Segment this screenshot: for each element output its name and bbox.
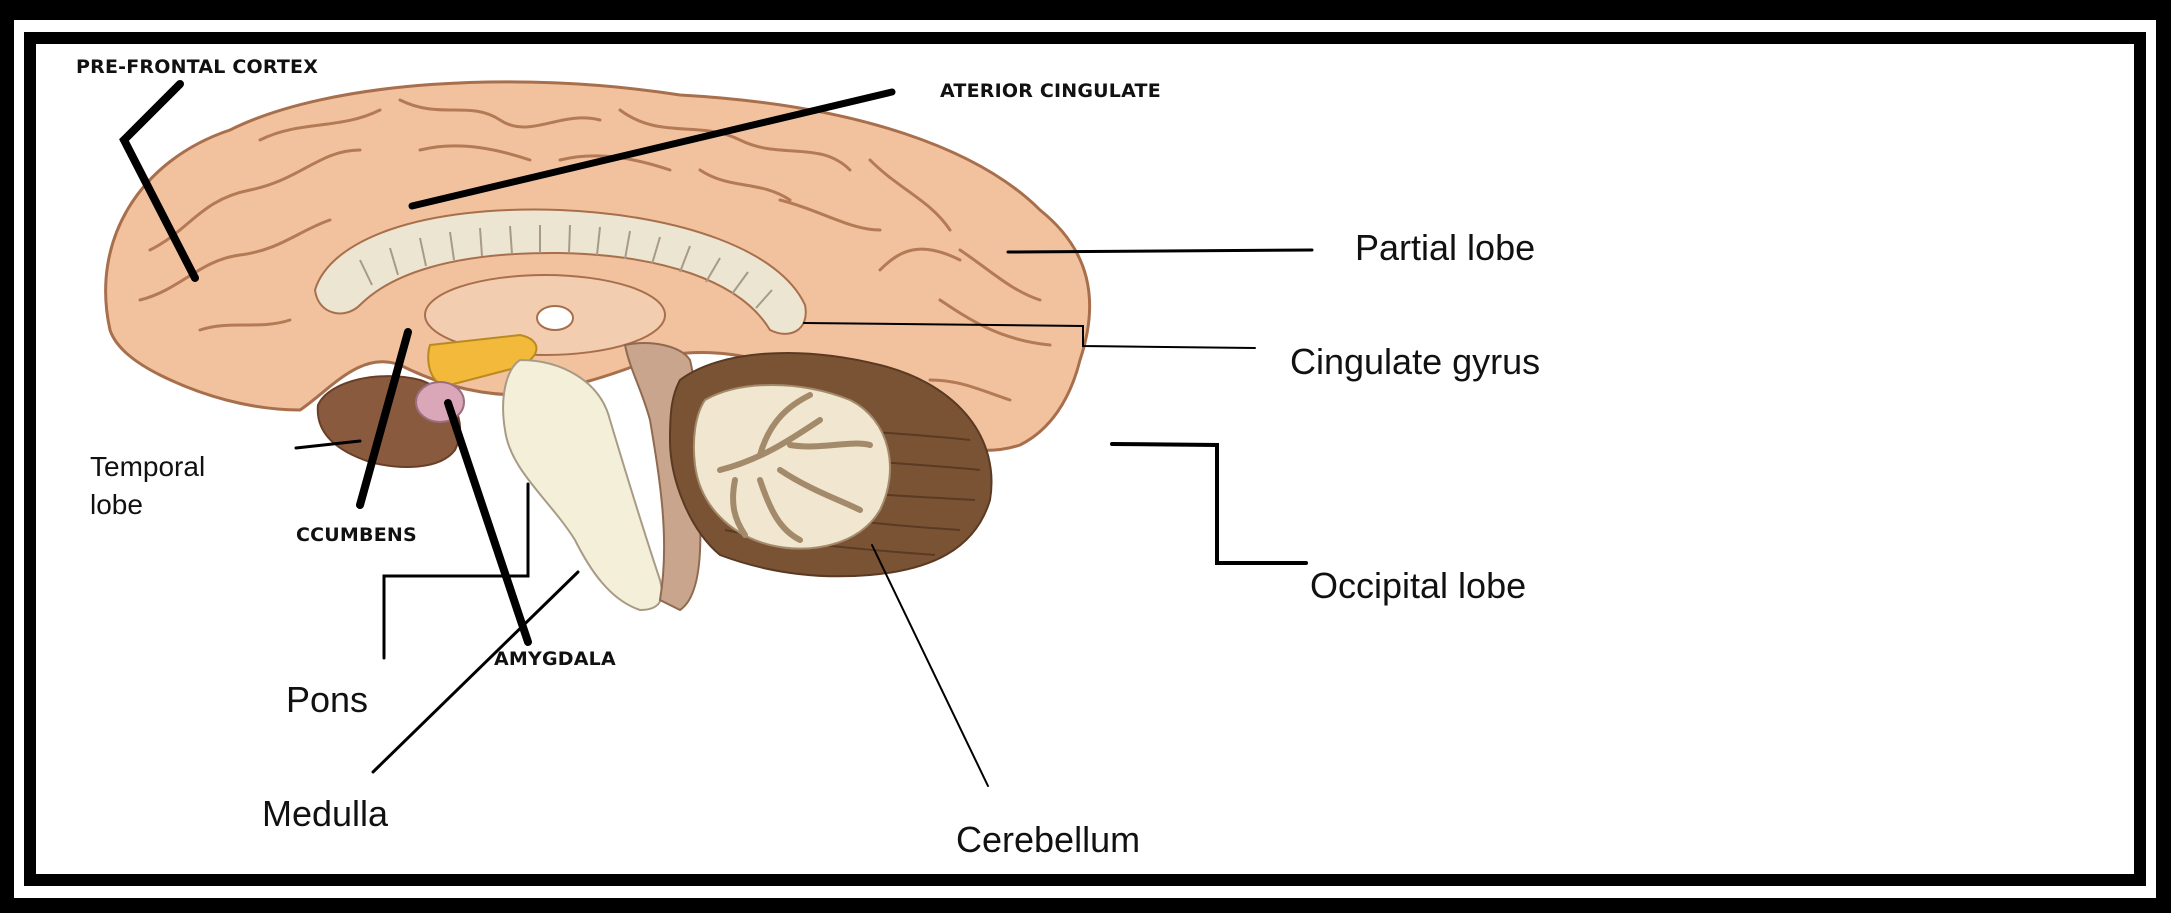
label-medulla: Medulla: [262, 796, 388, 832]
parietal-leader: [1008, 250, 1312, 252]
label-pons: Pons: [286, 682, 368, 718]
label-anterior-cingulate: ATERIOR CINGULATE: [940, 82, 1161, 101]
label-temporal-lobe: Temporal lobe: [90, 448, 260, 524]
label-cerebellum: Cerebellum: [956, 822, 1140, 858]
label-prefrontal-cortex: PRE-FRONTAL CORTEX: [76, 58, 318, 77]
interthalamic-adhesion: [537, 306, 573, 330]
amygdala-node: [416, 382, 464, 422]
label-cingulate-gyrus: Cingulate gyrus: [1290, 344, 1540, 380]
label-nucleus-accumbens: CCUMBENS: [296, 526, 417, 545]
label-parietal-lobe: Partial lobe: [1355, 230, 1535, 266]
label-occipital-lobe: Occipital lobe: [1310, 568, 1526, 604]
label-amygdala: AMYGDALA: [494, 650, 616, 669]
